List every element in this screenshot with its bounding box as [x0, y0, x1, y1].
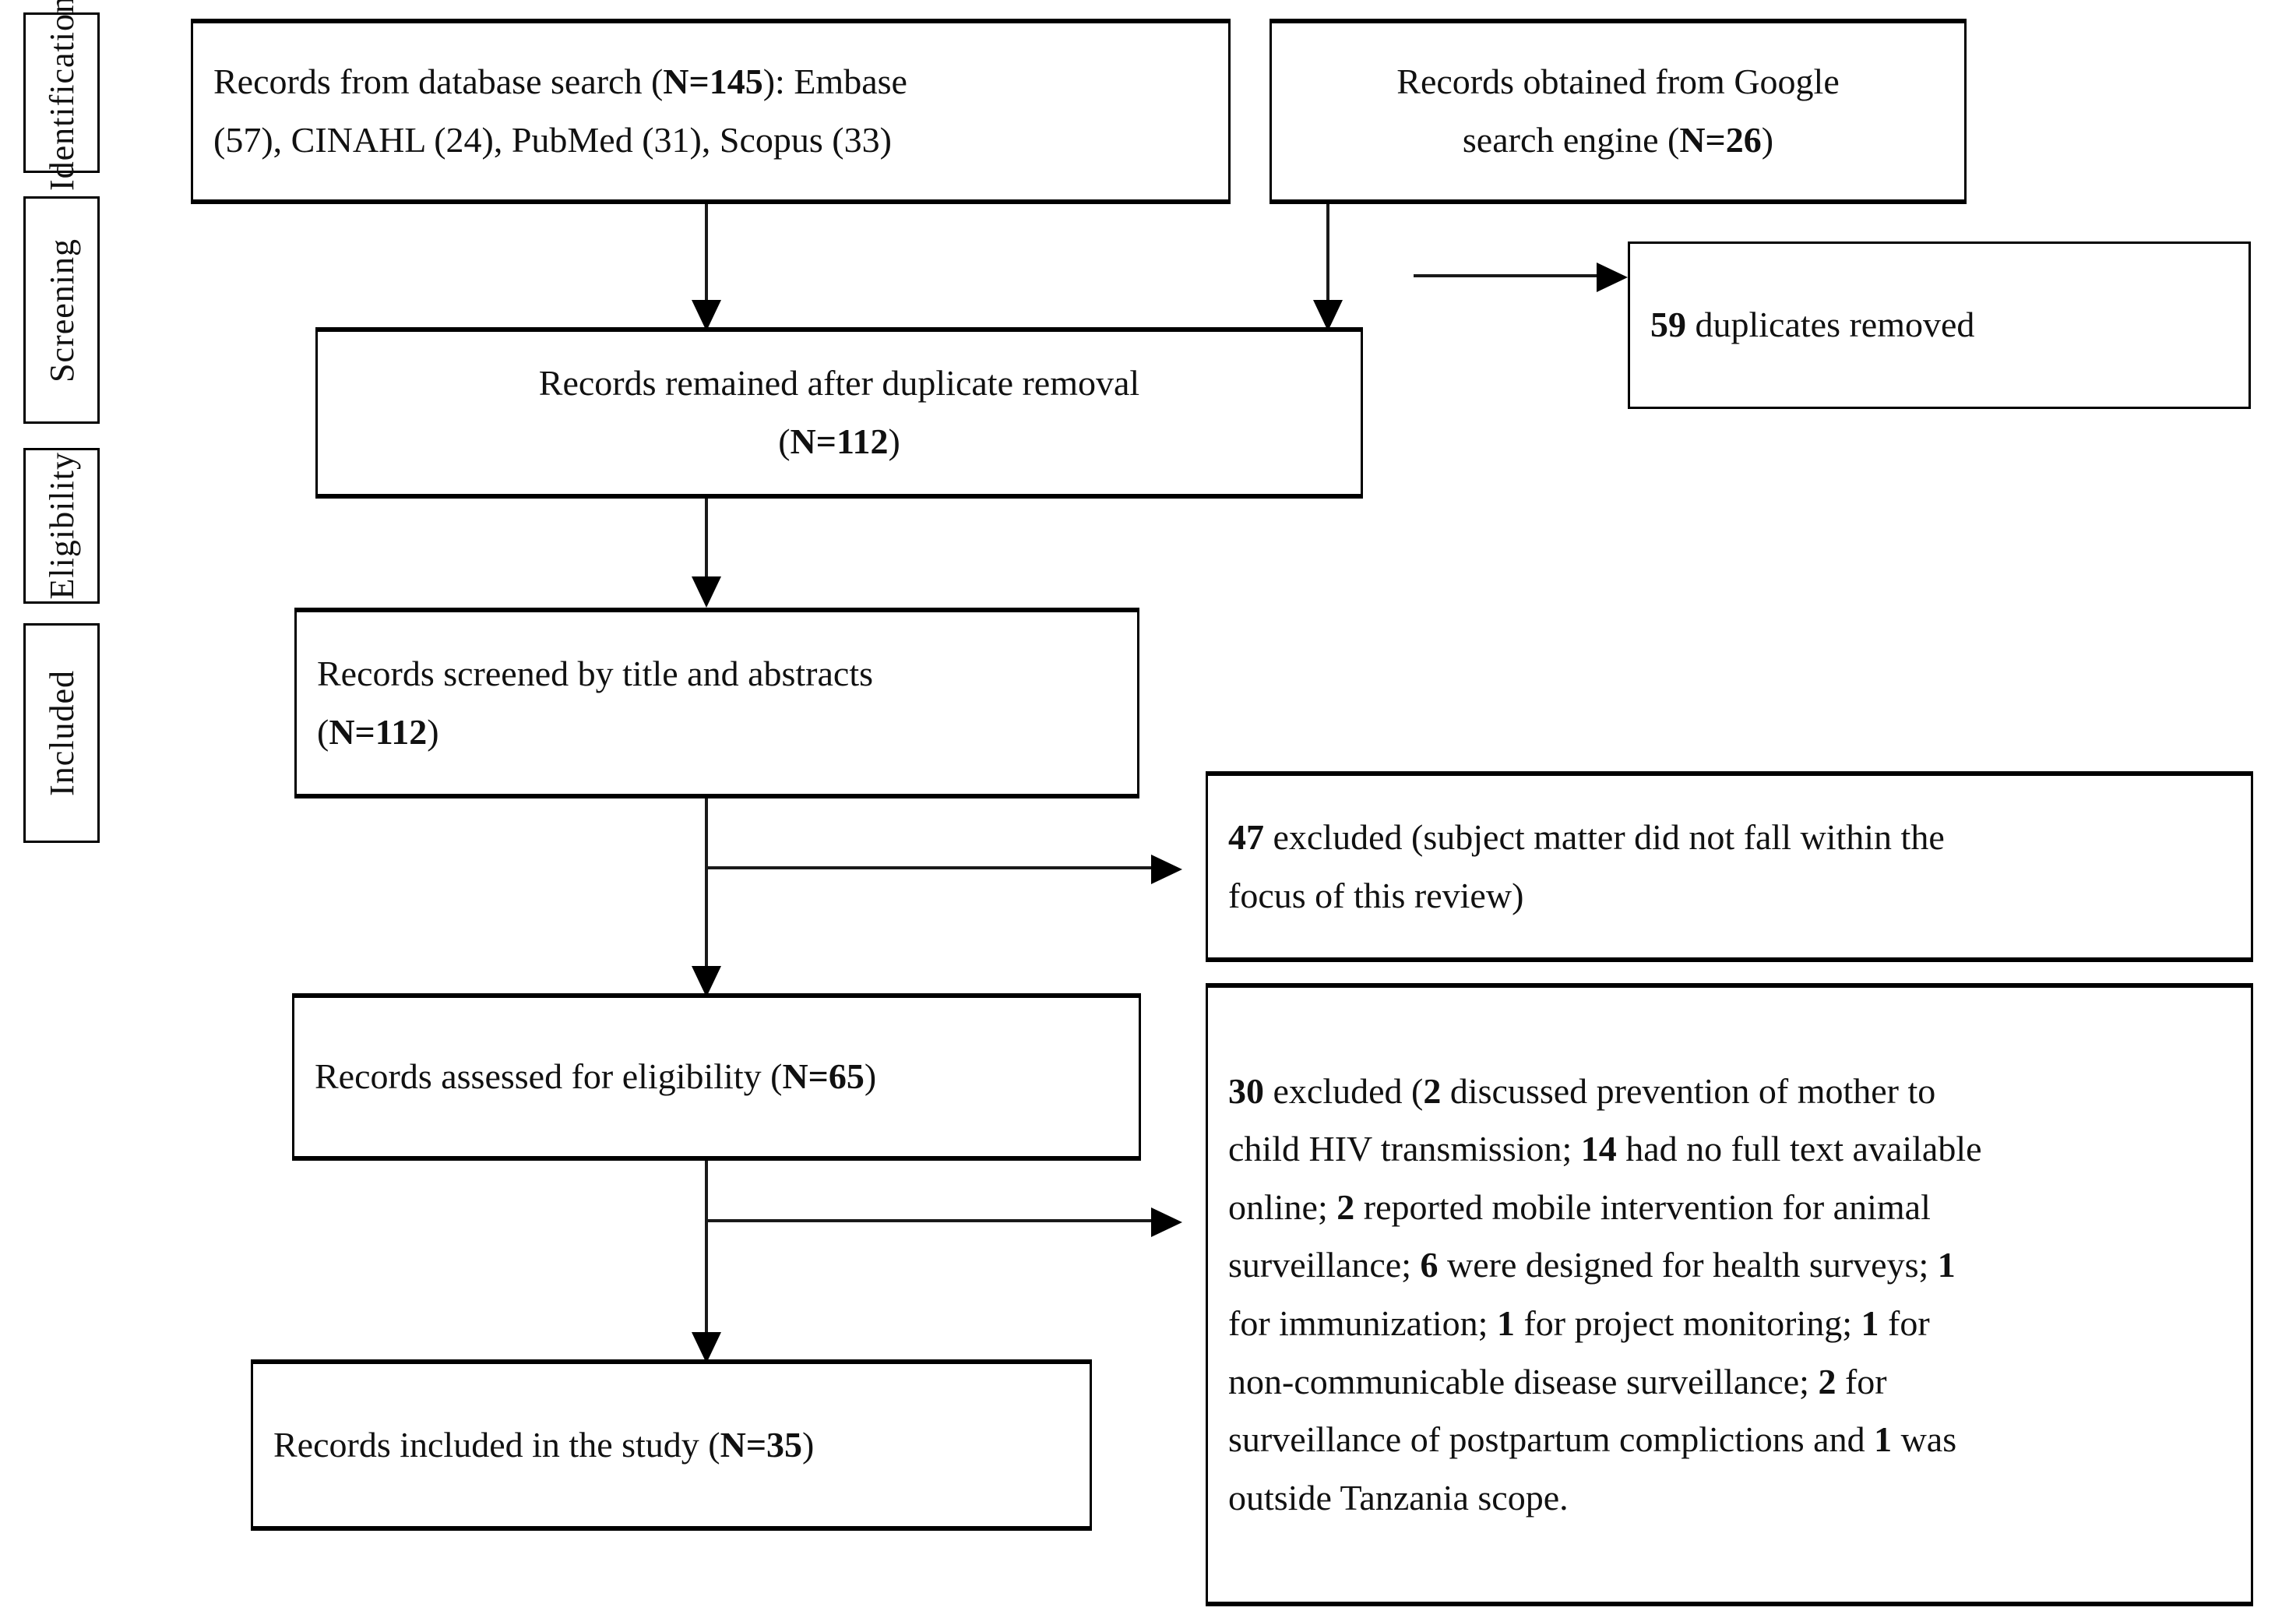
box-excluded-30-line6: non-communicable disease surveillance; 2…: [1228, 1361, 1887, 1401]
box-excluded-30-line4: surveillance; 6 were designed for health…: [1228, 1245, 1956, 1285]
box-google-search-text: Records obtained from Google search engi…: [1272, 53, 1964, 169]
box-database-search-line1: Records from database search (N=145): Em…: [213, 62, 907, 102]
connector-eligibility-to-included-line: [705, 1161, 708, 1363]
box-records-screened-text: Records screened by title and abstracts …: [297, 645, 1137, 761]
connector-dedup-removed-line: [1414, 274, 1601, 277]
connector-google-to-dedup-line: [1326, 204, 1329, 304]
stage-label-identification: Identification: [23, 0, 100, 191]
connector-screened-to-eligibility-line: [705, 798, 708, 997]
box-eligibility-assessed: Records assessed for eligibility (N=65): [292, 993, 1141, 1161]
connector-google-to-dedup-arrow: [1313, 300, 1343, 331]
box-google-search: Records obtained from Google search engi…: [1269, 19, 1967, 204]
box-eligibility-assessed-text: Records assessed for eligibility (N=65): [294, 1048, 1139, 1106]
box-records-screened-line2: (N=112): [317, 711, 439, 752]
box-excluded-30-line1: 30 excluded (2 discussed prevention of m…: [1228, 1070, 1936, 1111]
connector-eligibility-to-included-arrow: [692, 1332, 721, 1363]
box-excluded-47: 47 excluded (subject matter did not fall…: [1206, 771, 2253, 962]
box-excluded-30-line7: surveillance of postpartum complictions …: [1228, 1419, 1957, 1460]
box-excluded-30-line8: outside Tanzania scope.: [1228, 1477, 1569, 1518]
connector-screened-to-excluded47-arrow: [1151, 855, 1182, 884]
box-database-search-line2: (57), CINAHL (24), PubMed (31), Scopus (…: [213, 120, 892, 160]
box-excluded-30-line5: for immunization; 1 for project monitori…: [1228, 1303, 1930, 1343]
connector-dedup-to-screened-arrow: [692, 576, 721, 608]
box-excluded-30-line3: online; 2 reported mobile intervention f…: [1228, 1186, 1931, 1227]
box-google-search-line1: Records obtained from Google: [1396, 62, 1840, 102]
box-duplicates-removed-label: 59 duplicates removed: [1650, 305, 1975, 345]
box-records-screened: Records screened by title and abstracts …: [294, 608, 1139, 798]
box-records-screened-line1: Records screened by title and abstracts: [317, 653, 874, 693]
box-duplicates-removed: 59 duplicates removed: [1628, 241, 2251, 409]
box-excluded-30: 30 excluded (2 discussed prevention of m…: [1206, 983, 2253, 1606]
box-included-in-study: Records included in the study (N=35): [251, 1359, 1092, 1531]
stage-label-eligibility: Eligibility: [23, 448, 100, 604]
box-after-duplicate-removal-line2: (N=112): [778, 421, 900, 461]
connector-screened-to-excluded47-line: [705, 866, 1153, 869]
box-included-in-study-line1: Records included in the study (N=35): [273, 1424, 815, 1465]
stage-label-included-text: Included: [42, 670, 81, 796]
stage-label-eligibility-text: Eligibility: [42, 452, 81, 600]
stage-label-screening: Screening: [23, 196, 100, 424]
box-google-search-line2: search engine (N=26): [1462, 120, 1774, 160]
connector-database-to-dedup-line: [705, 204, 708, 304]
box-eligibility-assessed-line1: Records assessed for eligibility (N=65): [315, 1056, 877, 1097]
box-after-duplicate-removal-line1: Records remained after duplicate removal: [538, 363, 1140, 404]
stage-label-screening-text: Screening: [42, 238, 81, 382]
stage-label-identification-text: Identification: [42, 0, 81, 191]
box-after-duplicate-removal: Records remained after duplicate removal…: [315, 327, 1363, 499]
box-excluded-47-line2: focus of this review): [1228, 875, 1524, 915]
connector-database-to-dedup-arrow: [692, 300, 721, 331]
connector-screened-to-eligibility-arrow: [692, 966, 721, 997]
connector-eligibility-to-excluded30-line: [705, 1219, 1153, 1222]
box-excluded-47-line1: 47 excluded (subject matter did not fall…: [1228, 816, 1945, 857]
box-excluded-30-line2: child HIV transmission; 14 had no full t…: [1228, 1129, 1982, 1169]
box-excluded-47-text: 47 excluded (subject matter did not fall…: [1208, 809, 2251, 925]
stage-label-included: Included: [23, 623, 100, 843]
box-database-search: Records from database search (N=145): Em…: [191, 19, 1231, 204]
connector-dedup-removed-arrow: [1597, 263, 1628, 292]
box-included-in-study-text: Records included in the study (N=35): [253, 1416, 1090, 1475]
box-excluded-30-text: 30 excluded (2 discussed prevention of m…: [1208, 1063, 2251, 1527]
box-database-search-text: Records from database search (N=145): Em…: [193, 53, 1228, 169]
connector-dedup-to-screened-line: [705, 499, 708, 580]
connector-eligibility-to-excluded30-arrow: [1151, 1207, 1182, 1237]
box-after-duplicate-removal-text: Records remained after duplicate removal…: [318, 354, 1361, 471]
box-duplicates-removed-text: 59 duplicates removed: [1630, 296, 2248, 354]
